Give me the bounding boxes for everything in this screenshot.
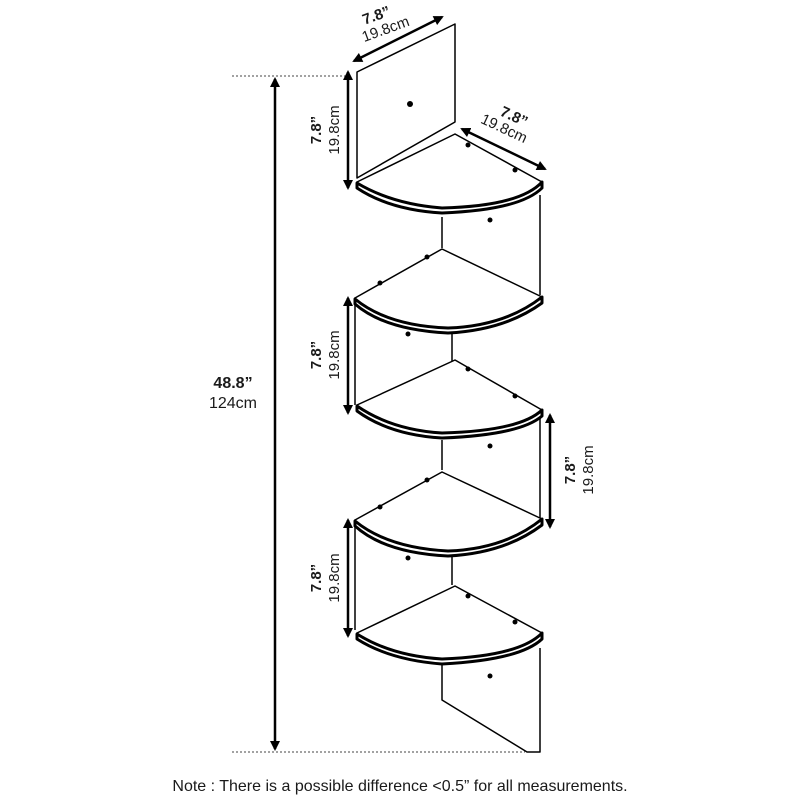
shelf-5-edge xyxy=(355,631,544,666)
top-width-arrow xyxy=(352,15,444,63)
shelf-2-edge xyxy=(353,295,544,335)
peg-hole xyxy=(465,593,471,599)
shelf-1-edge xyxy=(355,180,544,215)
total-height-imperial: 48.8” xyxy=(213,375,252,392)
bottom-back-panel xyxy=(441,640,541,753)
peg-hole xyxy=(465,142,471,148)
gap-2-imperial: 7.8” xyxy=(308,341,325,369)
peg-hole xyxy=(487,443,493,449)
gap-3-metric: 19.8cm xyxy=(580,445,597,494)
peg-hole xyxy=(487,217,493,223)
peg-hole xyxy=(424,477,430,483)
peg-hole xyxy=(377,280,383,286)
peg-hole xyxy=(512,393,518,399)
peg-hole xyxy=(377,504,383,510)
gap-1-imperial: 7.8” xyxy=(308,116,325,144)
gap-1-metric: 19.8cm xyxy=(326,105,343,154)
gap-4-imperial: 7.8” xyxy=(308,564,325,592)
corner-shelf-unit xyxy=(353,23,544,753)
measurement-note: Note : There is a possible difference <0… xyxy=(172,778,628,795)
shelf-3-edge xyxy=(355,404,544,440)
peg-hole xyxy=(405,331,411,337)
gap-3-imperial: 7.8” xyxy=(562,456,579,484)
peg-hole xyxy=(424,254,430,260)
peg-hole xyxy=(512,167,518,173)
shelf-4-edge xyxy=(353,517,544,558)
gap-4-metric: 19.8cm xyxy=(326,553,343,602)
depth-arrow xyxy=(460,127,547,171)
gap-2-metric: 19.8cm xyxy=(326,330,343,379)
peg-hole xyxy=(407,101,413,107)
total-height-metric: 124cm xyxy=(209,395,257,412)
peg-hole xyxy=(512,619,518,625)
peg-hole xyxy=(487,673,493,679)
peg-hole xyxy=(405,555,411,561)
peg-hole xyxy=(465,366,471,372)
